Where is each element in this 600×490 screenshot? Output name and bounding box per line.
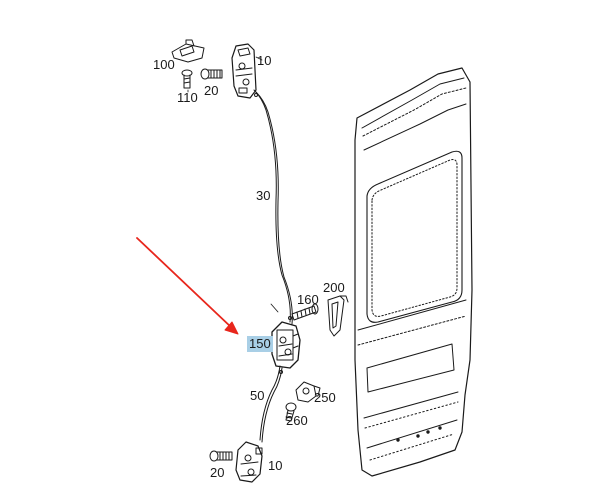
clip-part bbox=[171, 39, 205, 63]
callout-20-bottom: 20 bbox=[210, 465, 225, 480]
callout-150[interactable]: 150 bbox=[247, 336, 273, 352]
lower-rod bbox=[259, 365, 283, 443]
lower-screw-part bbox=[209, 450, 233, 462]
connecting-rod bbox=[253, 89, 293, 325]
bolt-part bbox=[181, 69, 193, 89]
long-screw-part bbox=[291, 303, 319, 321]
middle-lock-part bbox=[271, 321, 301, 369]
callout-30: 30 bbox=[256, 188, 271, 203]
striker-part bbox=[295, 381, 321, 403]
callout-50: 50 bbox=[250, 388, 265, 403]
callout-10-bottom: 10 bbox=[268, 458, 283, 473]
callout-250: 250 bbox=[314, 390, 336, 405]
rear-door-panel bbox=[354, 67, 473, 477]
lower-lock-part bbox=[235, 441, 263, 483]
handle-part bbox=[327, 295, 349, 337]
upper-lock-part bbox=[231, 43, 257, 99]
callout-160: 160 bbox=[297, 292, 319, 307]
screw-part bbox=[200, 68, 223, 80]
short-screw-part bbox=[285, 402, 297, 422]
callout-20-top: 20 bbox=[204, 83, 219, 98]
callout-200: 200 bbox=[323, 280, 345, 295]
callout-260: 260 bbox=[286, 413, 308, 428]
callout-100: 100 bbox=[153, 57, 175, 72]
pointer-arrow bbox=[136, 237, 239, 335]
callout-10-top: 10 bbox=[257, 53, 272, 68]
callout-leaders bbox=[187, 56, 279, 313]
callout-110: 110 bbox=[177, 90, 198, 105]
